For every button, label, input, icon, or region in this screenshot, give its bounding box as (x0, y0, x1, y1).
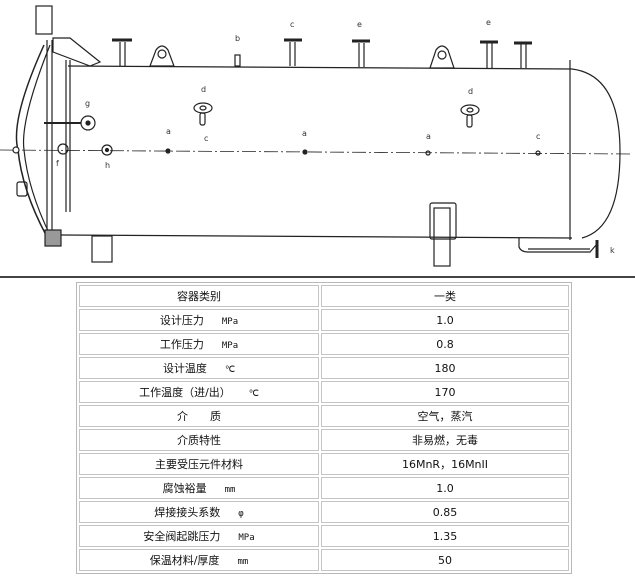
table-row: 主要受压元件材料 16MnR，16MnII (79, 453, 569, 475)
parameter-unit: mm (237, 557, 249, 567)
parameter-cell: 腐蚀裕量 mm (79, 477, 319, 499)
label-e-1: e (357, 20, 362, 29)
parameter-unit: ℃ (224, 365, 236, 375)
label-k: k (610, 246, 615, 255)
label-f: f (56, 159, 59, 168)
parameter-name: 安全阀起跳压力 (143, 530, 221, 543)
parameter-value: 0.8 (321, 333, 569, 355)
parameter-value: 1.0 (321, 309, 569, 331)
label-e-2: e (486, 18, 491, 27)
parameter-unit: MPa (221, 341, 239, 351)
right-head (571, 68, 621, 239)
table-row: 介 质 空气，蒸汽 (79, 405, 569, 427)
parameter-value: 170 (321, 381, 569, 403)
parameter-cell: 介质特性 (79, 429, 319, 451)
shell-bottom-line (59, 234, 573, 239)
parameter-value: 0.85 (321, 501, 569, 523)
parameter-cell: 介 质 (79, 405, 319, 427)
parameter-value: 空气，蒸汽 (321, 405, 569, 427)
parameter-unit: MPa (238, 533, 255, 543)
parameter-name: 主要受压元件材料 (155, 458, 243, 471)
parameter-name: 焊接接头系数 (154, 506, 221, 519)
label-d-2: d (468, 87, 473, 96)
parameter-cell: 工作压力 MPa (79, 333, 319, 355)
parameter-value: 50 (321, 549, 569, 571)
shell-top-line (67, 65, 573, 70)
table-row: 设计温度 ℃ 180 (79, 357, 569, 379)
table-row: 腐蚀裕量 mm 1.0 (79, 477, 569, 499)
label-h: h (105, 161, 110, 170)
label-b: b (235, 34, 240, 43)
parameter-cell: 容器类别 (79, 285, 319, 307)
table-row: 保温材料/厚度 mm 50 (79, 549, 569, 571)
label-c-right: c (536, 132, 540, 141)
parameter-name: 保温材料/厚度 (149, 554, 220, 567)
parameter-value: 一类 (321, 285, 569, 307)
top-nozzles (112, 38, 532, 69)
door (15, 44, 47, 236)
right-support (429, 202, 457, 240)
parameter-unit: ℃ (248, 389, 259, 399)
label-a-3: a (426, 132, 431, 141)
label-c-mid: c (204, 134, 208, 143)
parameter-value: 180 (321, 357, 569, 379)
label-g: g (85, 99, 90, 108)
parameter-unit: φ (238, 509, 244, 519)
parameter-name: 腐蚀裕量 (162, 482, 207, 495)
parameter-name: 设计温度 (162, 362, 207, 375)
parameter-cell: 设计压力 MPa (79, 309, 319, 331)
label-a-1: a (166, 127, 171, 136)
table-row: 介质特性 非易燃，无毒 (79, 429, 569, 451)
parameter-cell: 保温材料/厚度 mm (79, 549, 319, 571)
parameter-name: 介 质 (177, 410, 221, 423)
parameter-cell: 安全阀起跳压力 MPa (79, 525, 319, 547)
centerline (0, 149, 631, 155)
pressure-vessel-drawing: b c e e d d g h f a c a a c k (0, 5, 635, 278)
parameter-unit: mm (224, 485, 236, 495)
parameter-value: 1.35 (321, 525, 569, 547)
table-row: 安全阀起跳压力 MPa 1.35 (79, 525, 569, 547)
label-a-2: a (302, 129, 307, 138)
label-d-1: d (201, 85, 206, 94)
parameter-name: 工作压力 (159, 338, 204, 351)
parameter-name: 工作温度（进/出） (139, 386, 231, 399)
left-support (91, 235, 113, 263)
label-c-top: c (290, 20, 294, 29)
parameter-cell: 工作温度（进/出） ℃ (79, 381, 319, 403)
parameter-value: 16MnR，16MnII (321, 453, 569, 475)
parameter-unit: MPa (221, 317, 239, 327)
parameter-value: 非易燃，无毒 (321, 429, 569, 451)
parameter-value: 1.0 (321, 477, 569, 499)
parameter-cell: 主要受压元件材料 (79, 453, 319, 475)
table-row: 容器类别 一类 (79, 285, 569, 307)
table-row: 设计压力 MPa 1.0 (79, 309, 569, 331)
parameter-cell: 设计温度 ℃ (79, 357, 319, 379)
table-row: 焊接接头系数 φ 0.85 (79, 501, 569, 523)
parameter-name: 容器类别 (177, 290, 221, 303)
parameter-name: 介质特性 (177, 434, 221, 447)
parameter-cell: 焊接接头系数 φ (79, 501, 319, 523)
table-row: 工作温度（进/出） ℃ 170 (79, 381, 569, 403)
parameter-name: 设计压力 (159, 314, 204, 327)
table-row: 工作压力 MPa 0.8 (79, 333, 569, 355)
